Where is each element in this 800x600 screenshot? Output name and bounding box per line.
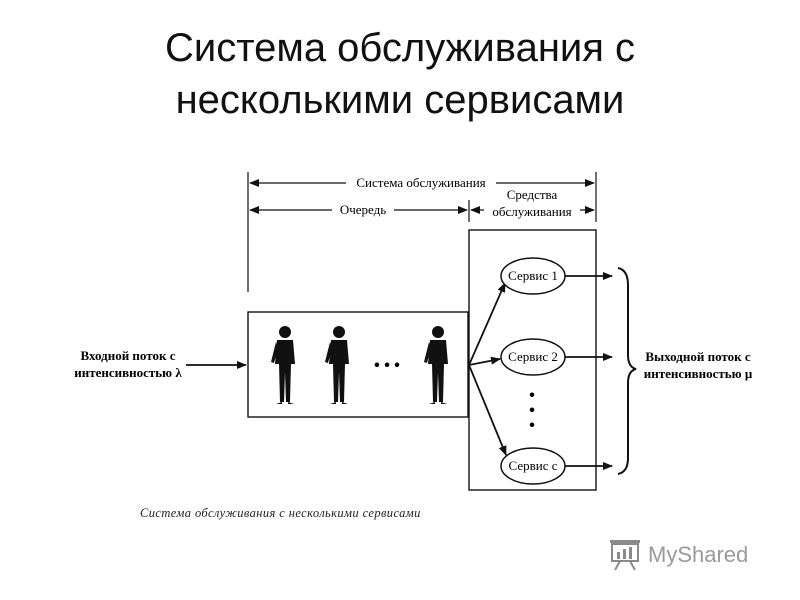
input-flow-label-line1: Входной поток с <box>81 348 176 363</box>
fanout-arrow-3 <box>468 364 507 456</box>
title-line-1: Система обслуживания с <box>164 26 636 70</box>
system-span-label-bg <box>346 175 496 191</box>
service-span-label-bg <box>484 198 580 220</box>
title-line-2: несколькими сервисами <box>175 78 625 122</box>
watermark-brand: MyShared <box>648 542 749 567</box>
queue-ellipsis: • • • <box>374 357 400 374</box>
figure-caption: Система обслуживания с несколькими серви… <box>140 506 421 520</box>
server-1-label: Сервис 1 <box>508 268 558 283</box>
server-c-label: Сервис c <box>509 458 558 473</box>
input-flow-label-line2: интенсивностью λ <box>74 365 182 380</box>
watermark: MyShared <box>608 537 748 573</box>
output-brace <box>617 267 637 475</box>
server-ellipsis-dot-1: • <box>529 387 535 404</box>
fanout-arrow-1 <box>468 282 506 366</box>
server-ellipsis-dot-2: • <box>529 402 535 419</box>
fanout-arrow-2 <box>468 356 501 366</box>
output-flow-label-line2: интенсивностью μ <box>644 366 753 381</box>
service-span-label-line1: Средства <box>507 187 558 202</box>
server-2-label: Сервис 2 <box>508 349 558 364</box>
service-span-label-line2: обслуживания <box>492 204 571 219</box>
slide-title: Система обслуживания с несколькими серви… <box>0 22 800 126</box>
output-flow-label-line1: Выходной поток с <box>645 349 751 364</box>
queue-span-label-bg <box>332 202 394 218</box>
system-span-label: Система обслуживания <box>356 175 485 190</box>
presentation-board-icon <box>610 540 640 571</box>
server-ellipsis-dot-3: • <box>529 417 535 434</box>
queue-span-label: Очередь <box>340 202 386 217</box>
